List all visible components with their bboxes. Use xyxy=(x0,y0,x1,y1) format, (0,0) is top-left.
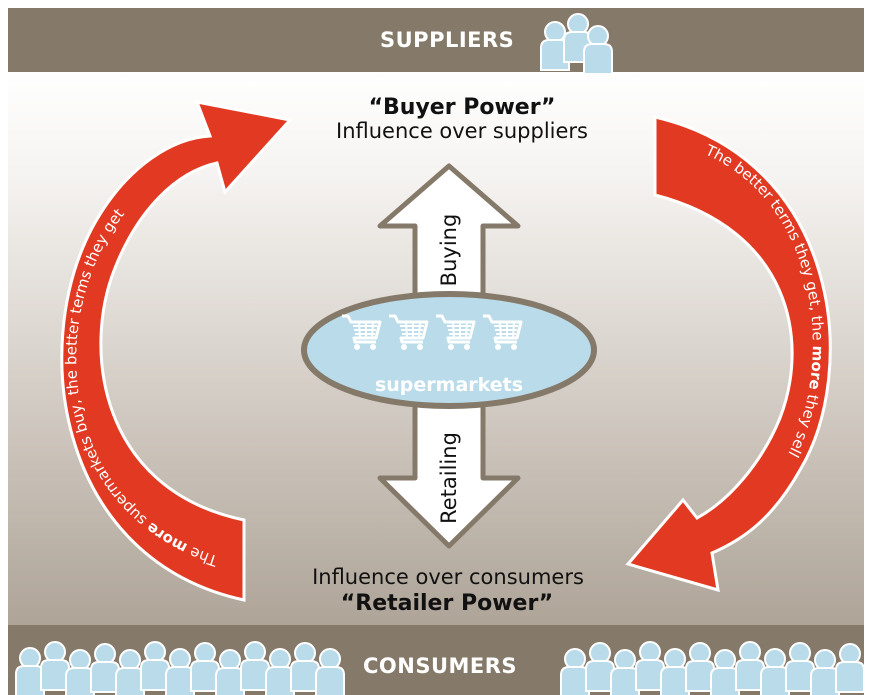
right-cycle-arrow xyxy=(625,115,832,593)
buyer-power-title: “Buyer Power” xyxy=(368,95,556,120)
left-cycle-arrow xyxy=(60,100,293,602)
retailer-power-subtitle: Influence over consumers xyxy=(312,565,584,589)
suppliers-people-icon xyxy=(540,13,613,75)
retailer-power-title: “Retailer Power” xyxy=(340,591,554,616)
suppliers-label: SUPPLIERS xyxy=(380,28,515,52)
right-cycle-text-emphasis: more xyxy=(805,345,827,391)
retailing-arrow-label: Retailing xyxy=(437,432,461,524)
buyer-power-subtitle: Influence over suppliers xyxy=(336,119,588,143)
supermarkets-label: supermarkets xyxy=(375,374,523,396)
buying-arrow-label: Buying xyxy=(437,214,461,287)
consumers-label: CONSUMERS xyxy=(363,654,518,678)
suppliers-band xyxy=(8,8,864,72)
